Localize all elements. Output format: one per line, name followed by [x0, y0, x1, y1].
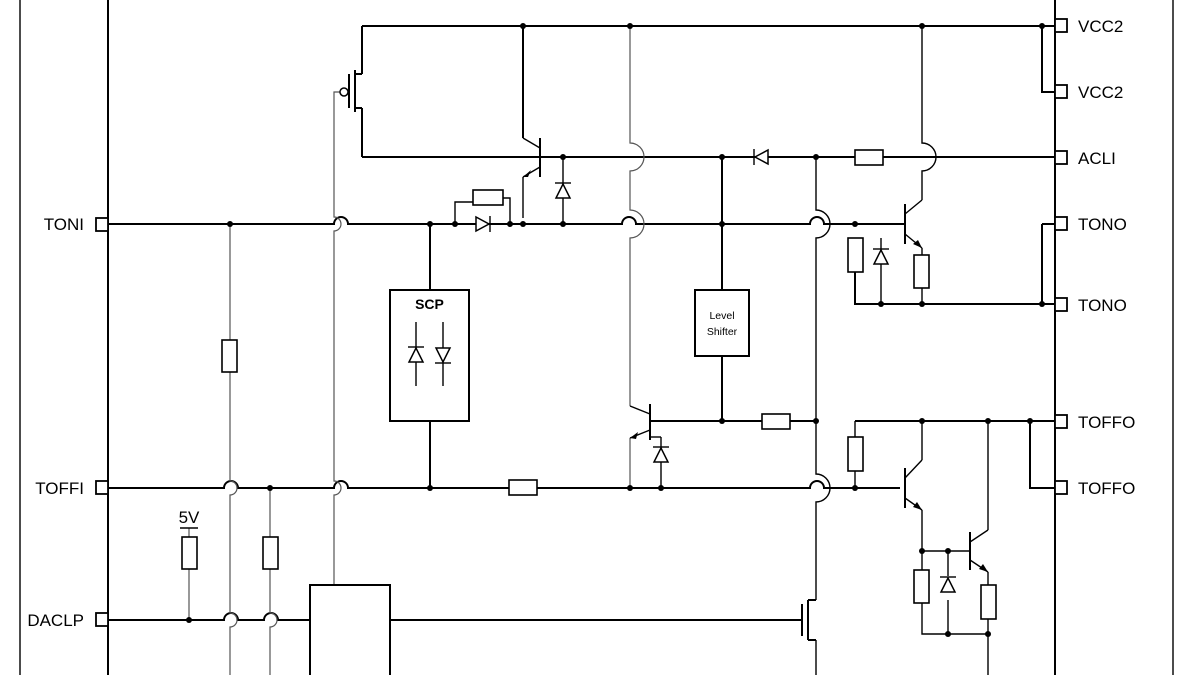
pin-label-vcc2-a: VCC2: [1078, 17, 1123, 36]
nmos-transistor-daclp: [801, 599, 816, 641]
resistor-toffi-pulldown: [262, 536, 279, 570]
diode-toffo: [939, 576, 957, 593]
resistor-toffo-right: [980, 584, 997, 620]
resistor-tono-base: [847, 237, 864, 273]
chip-outline: [19, 0, 1174, 675]
logic-block: [309, 584, 391, 675]
pin-daclp: [95, 612, 109, 627]
pin-label-acli: ACLI: [1078, 149, 1116, 168]
wires: [108, 25, 1055, 675]
pin-label-tono-a: TONO: [1078, 215, 1127, 234]
right-pins: VCC2 VCC2 ACLI TONO TONO TOFFO TOFFO: [1054, 17, 1135, 498]
level-shifter-label-2: Shifter: [707, 326, 738, 338]
pin-vcc2-b: [1054, 84, 1068, 99]
resistor-5v: [181, 536, 198, 570]
diode-toni: [475, 215, 491, 233]
pin-toffi: [95, 480, 109, 495]
resistor-toffo-lower: [913, 569, 930, 604]
pin-label-toffo-b: TOFFO: [1078, 479, 1135, 498]
level-shifter-label-1: Level: [709, 310, 734, 322]
left-pins: TONI TOFFI DACLP: [27, 215, 109, 630]
pin-label-daclp: DACLP: [27, 611, 84, 630]
supply-label: 5V: [179, 508, 200, 527]
transistors: [339, 70, 989, 641]
resistor-level: [761, 413, 791, 430]
diode-tono: [872, 248, 890, 265]
npn-transistor-toffo: [904, 459, 923, 511]
npn-transistor-tono: [904, 199, 923, 249]
resistors: [181, 149, 997, 620]
npn-transistor-toffo-2: [948, 529, 989, 573]
pin-toffo-a: [1054, 414, 1068, 429]
diode-level: [652, 446, 670, 463]
diode-clamp-1: [554, 157, 572, 224]
scp-label: SCP: [415, 296, 444, 312]
scp-block: SCP: [389, 289, 470, 422]
pin-tono-b: [1054, 297, 1068, 312]
pin-tono-a: [1054, 216, 1068, 231]
pin-label-toni: TONI: [44, 215, 84, 234]
resistor-acli: [854, 149, 884, 166]
pmos-transistor: [339, 70, 362, 112]
npn-transistor-level: [629, 404, 661, 440]
pin-label-toffi: TOFFI: [35, 479, 84, 498]
pin-acli: [1054, 150, 1068, 165]
pin-vcc2-a: [1054, 18, 1068, 33]
pin-label-toffo-a: TOFFO: [1078, 413, 1135, 432]
resistor-toni-bypass: [472, 189, 504, 206]
supply-5v: 5V: [179, 508, 200, 529]
junction-dots: [186, 23, 1045, 637]
npn-transistor-1: [522, 137, 563, 178]
resistor-toffi-series: [508, 479, 538, 496]
diode-acli: [753, 148, 769, 166]
resistor-toni: [221, 339, 238, 373]
level-shifter-block: Level Shifter: [694, 289, 750, 357]
resistor-tono-emitter: [913, 254, 930, 289]
pin-label-tono-b: TONO: [1078, 296, 1127, 315]
pin-toni: [95, 217, 109, 232]
pin-toffo-b: [1054, 480, 1068, 495]
resistor-toffo-pullup: [847, 436, 864, 472]
diodes: [475, 148, 957, 593]
pin-label-vcc2-b: VCC2: [1078, 83, 1123, 102]
